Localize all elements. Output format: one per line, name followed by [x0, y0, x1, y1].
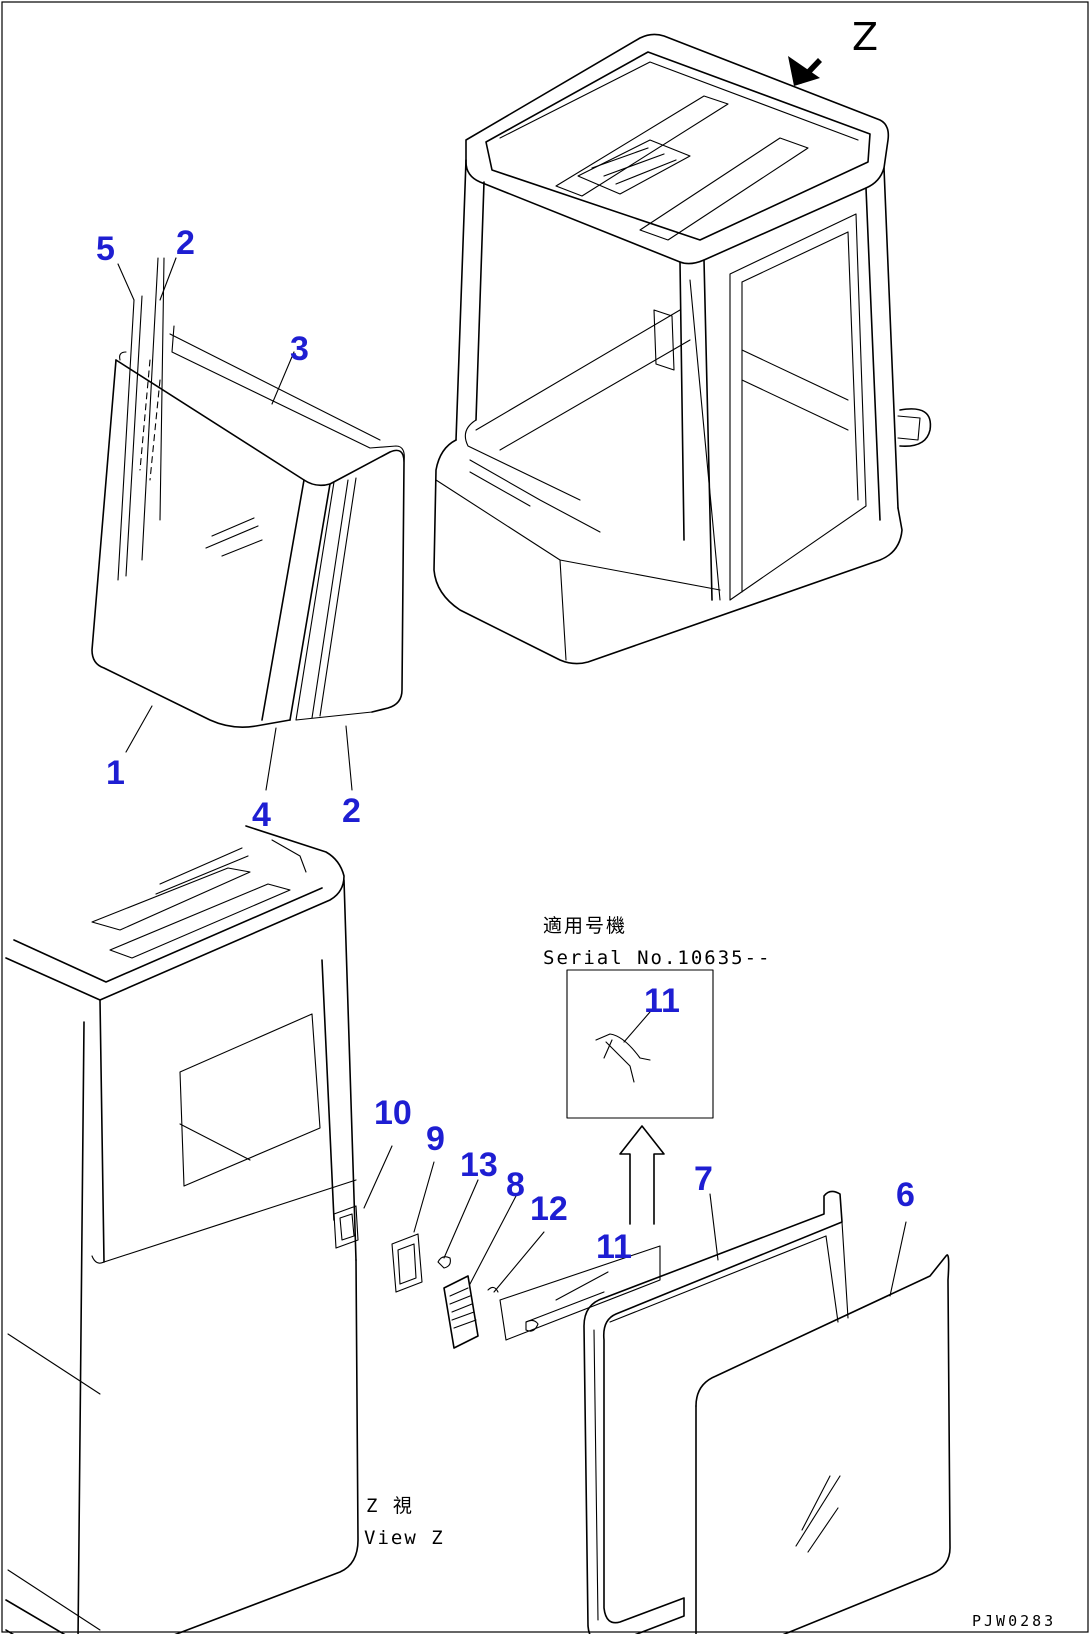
view-caption-en: View Z — [364, 1527, 445, 1549]
callout-1: 1 — [106, 754, 125, 792]
leaders-right — [709, 1193, 907, 1297]
callout-5: 5 — [96, 230, 115, 268]
callout-13: 13 — [460, 1146, 498, 1184]
rear-window-seal — [583, 1190, 849, 1634]
view-z-letter: Z — [852, 15, 878, 59]
cab-rear-view — [5, 825, 359, 1634]
drawing-code: PJW0283 — [972, 1612, 1056, 1630]
callout-11-main: 11 — [596, 1228, 632, 1266]
callout-6: 6 — [896, 1176, 915, 1214]
callout-7: 7 — [694, 1160, 713, 1198]
callout-4: 4 — [252, 796, 271, 834]
callout-8: 8 — [506, 1166, 525, 1204]
view-z-arrow — [788, 56, 822, 86]
serial-label-jp: 適用号機 — [543, 915, 627, 937]
rear-window-glass — [695, 1254, 951, 1634]
cab-frame-top — [433, 33, 932, 665]
callout-11-detail: 11 — [644, 982, 680, 1020]
serial-detail-box — [566, 969, 714, 1119]
callout-9: 9 — [426, 1120, 445, 1158]
front-window-assembly — [91, 257, 405, 728]
leaders-bottom — [363, 1145, 609, 1301]
callout-12: 12 — [530, 1190, 568, 1228]
detail-arrow — [619, 1125, 665, 1225]
callout-10: 10 — [374, 1094, 412, 1132]
callout-2-top: 2 — [176, 224, 195, 262]
latch-parts — [391, 1233, 661, 1349]
callout-2-bottom: 2 — [342, 792, 361, 830]
view-caption-jp: Z 視 — [366, 1495, 414, 1517]
leaders-top — [117, 257, 353, 791]
serial-label-en: Serial No.10635-- — [543, 947, 771, 969]
callout-3: 3 — [290, 330, 309, 368]
